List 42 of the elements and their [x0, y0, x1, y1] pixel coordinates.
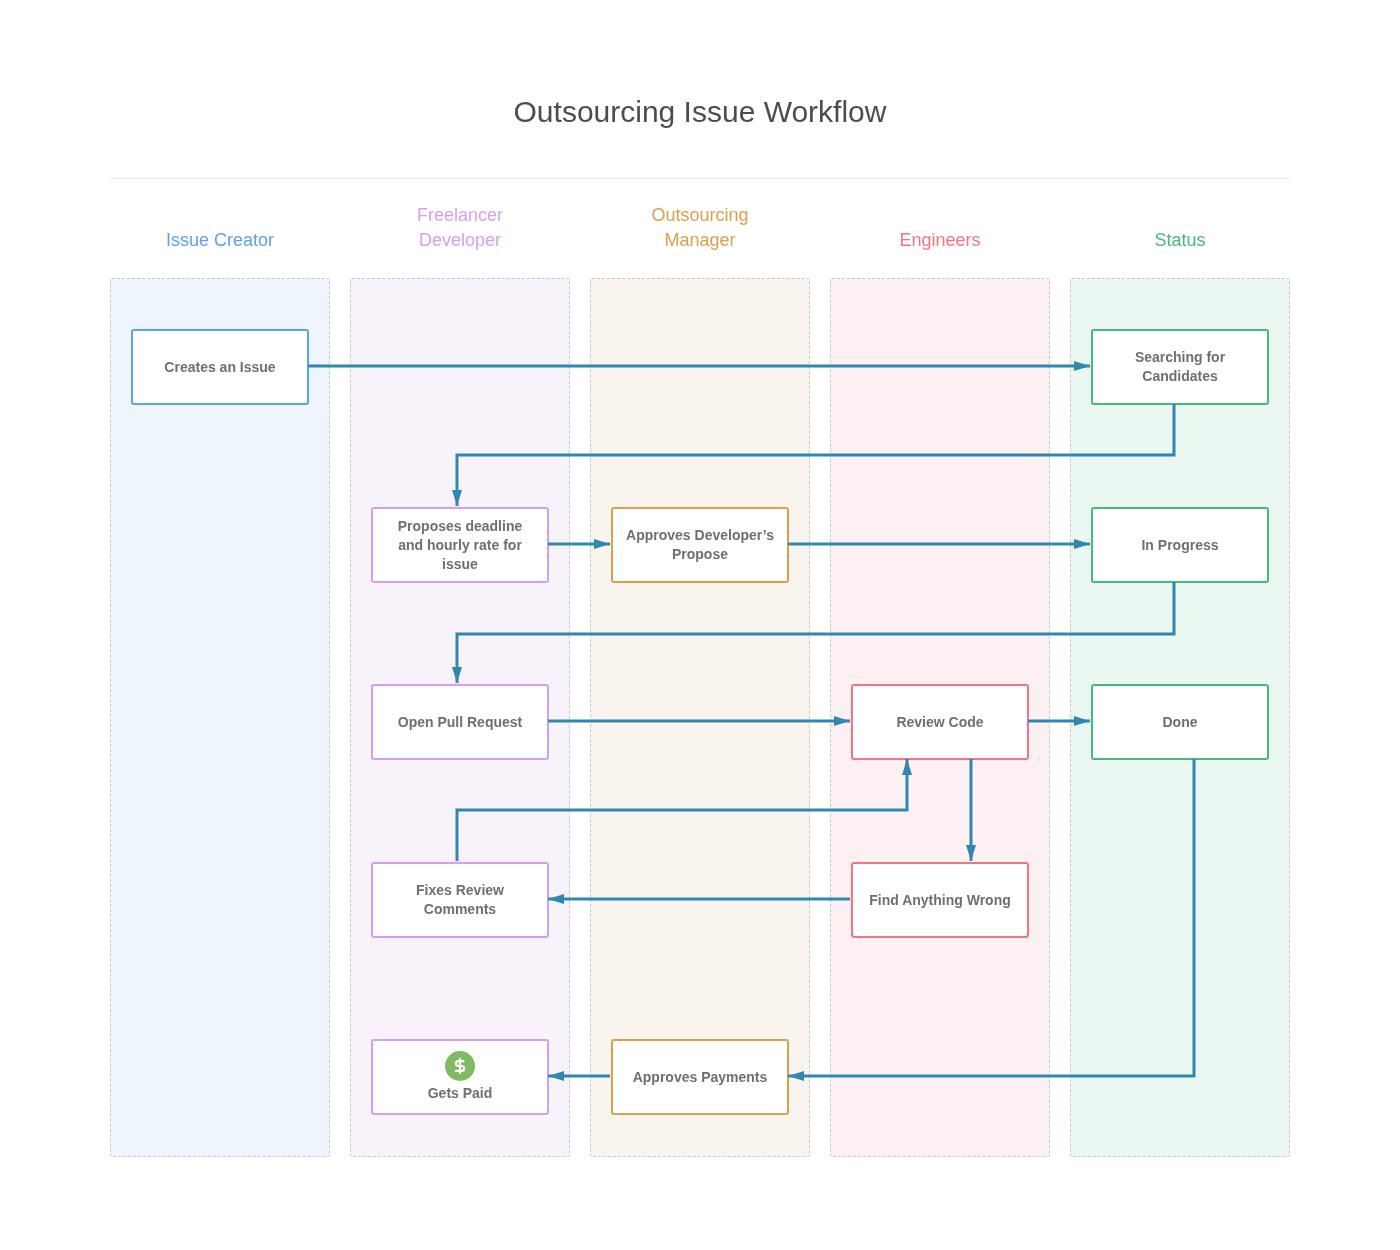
lane-header: Issue Creator [165, 230, 274, 250]
process-box [1091, 684, 1269, 760]
lane-header: Status [1154, 230, 1206, 250]
step-label: Creates an Issue [164, 357, 276, 377]
step-label: Find Anything Wrong [869, 890, 1011, 910]
arrow [548, 539, 610, 549]
step-label: Open Pull Request [397, 712, 523, 732]
step-label: Proposes deadline and hourly rate for issue [396, 516, 524, 574]
step-label: Done [1162, 712, 1198, 732]
process-box [611, 1039, 789, 1115]
step-label: Searching for Candidates [1133, 348, 1227, 386]
process-box [1091, 329, 1269, 405]
step-label: Review Code [896, 712, 984, 732]
arrow [548, 894, 850, 904]
arrow [1028, 716, 1090, 726]
lane-header: Engineers [899, 230, 981, 250]
lane-header: Freelancer Developer [416, 205, 503, 250]
step-label: Approves Developer’s Propose [625, 526, 775, 564]
process-box [851, 684, 1029, 760]
arrow [308, 361, 1090, 371]
step-label: In Progress [1141, 535, 1219, 555]
arrow [452, 404, 1176, 506]
arrow [788, 759, 1196, 1081]
step-label: Gets Paid [427, 1084, 493, 1103]
lane-header: Outsourcing Manager [651, 205, 749, 250]
arrow [548, 716, 850, 726]
step-label: Fixes Review Comments [415, 881, 505, 919]
process-box [371, 507, 549, 583]
process-box [1091, 507, 1269, 583]
process-box [851, 862, 1029, 938]
process-box [371, 862, 549, 938]
arrow [966, 759, 976, 861]
process-box [371, 1039, 549, 1115]
step-label: Approves Payments [632, 1067, 768, 1087]
arrow [548, 1071, 610, 1081]
process-box [131, 329, 309, 405]
process-box [611, 507, 789, 583]
diagram-title: Outsourcing Issue Workflow [513, 95, 887, 128]
arrow [455, 759, 912, 861]
arrow [788, 539, 1090, 549]
arrow [452, 582, 1176, 683]
process-box [371, 684, 549, 760]
